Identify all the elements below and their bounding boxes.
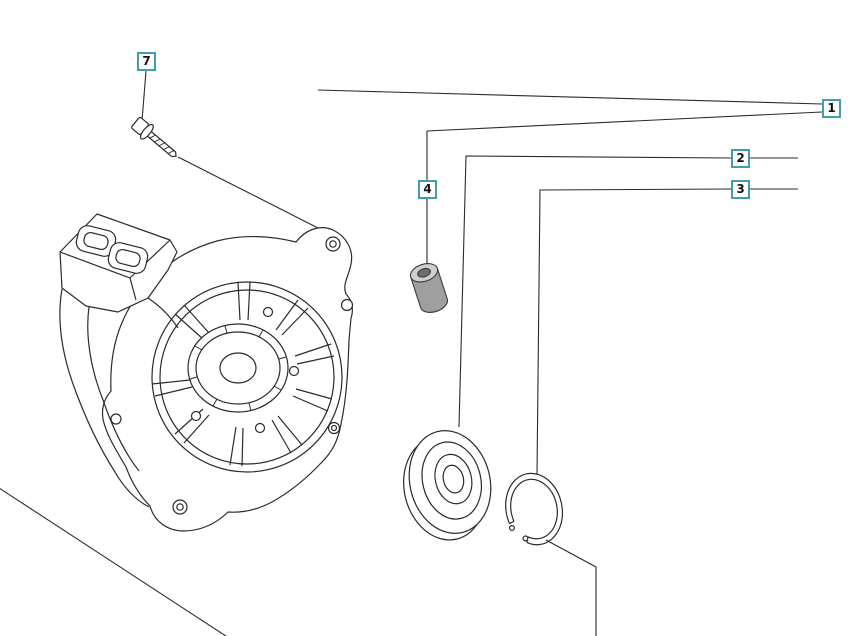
callout-1[interactable]: 1 xyxy=(822,99,841,118)
callout-7[interactable]: 7 xyxy=(137,52,156,71)
callout-4[interactable]: 4 xyxy=(418,180,437,199)
bushing-drawing xyxy=(409,263,449,313)
screw-drawing xyxy=(131,116,177,158)
retaining-ring-drawing xyxy=(505,472,564,546)
callout-2[interactable]: 2 xyxy=(731,149,750,168)
leader-lines xyxy=(0,70,823,636)
callout-3[interactable]: 3 xyxy=(731,180,750,199)
bearing-drawing xyxy=(403,430,492,541)
housing-drawing xyxy=(59,213,354,532)
